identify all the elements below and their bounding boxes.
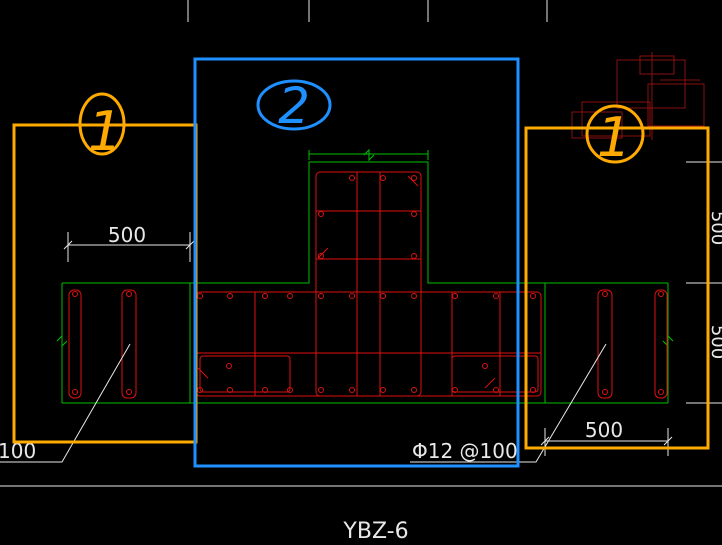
rebar-cage [68,171,668,399]
leader-lines [0,343,607,463]
dimension-right-edge-top-text: 500 [707,211,722,245]
wall-outline [61,150,669,404]
background-detail [571,52,705,140]
dimension-left-text: 500 [108,223,146,247]
markup-label-center: 2 [278,77,310,135]
dimension-right-text: 500 [585,418,623,442]
grid-ticks [187,0,548,22]
markup-box-center [193,57,520,468]
dimension-right [540,428,673,456]
rebar-note-right: Φ12 @100 [412,439,518,463]
dimension-right-edge-bottom-text: 500 [707,325,722,359]
rebar-bars [72,175,664,395]
dimension-right-edge [686,161,722,404]
markup-box-right [524,126,710,450]
markup-label-left-scribble [78,92,126,156]
dimension-left [63,232,195,262]
markup-label-right-scribble [585,104,645,164]
markup-label-center-scribble [256,79,332,131]
break-marks [56,148,674,348]
section-label: YBZ-6 [342,519,408,541]
